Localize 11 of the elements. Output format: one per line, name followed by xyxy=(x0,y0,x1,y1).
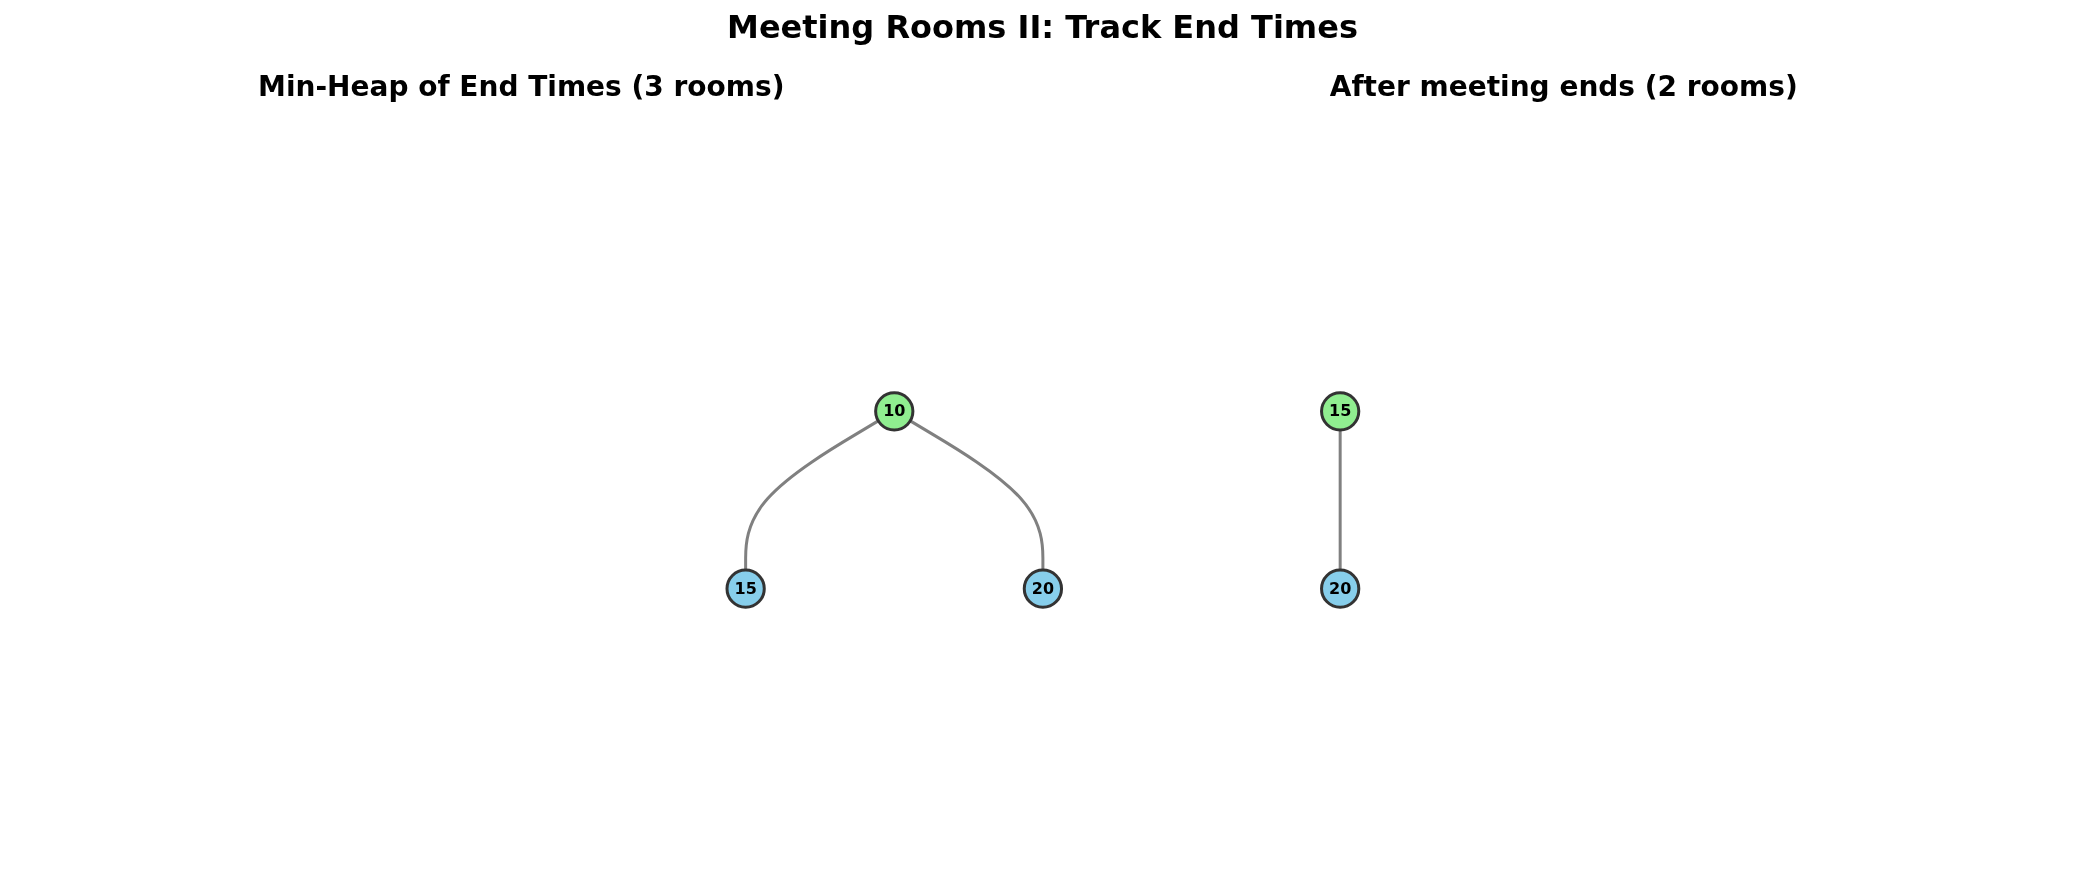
connector xyxy=(909,419,1044,570)
panel-title: Min-Heap of End Times (3 rooms) xyxy=(258,70,785,103)
node-circle: 20 xyxy=(1022,568,1063,609)
node-circle: 10 xyxy=(873,391,914,432)
node-circle: 15 xyxy=(725,568,766,609)
node-circle: 15 xyxy=(1319,391,1360,432)
connector xyxy=(1338,430,1342,570)
connector xyxy=(743,419,879,570)
panel-title: After meeting ends (2 rooms) xyxy=(1329,70,1798,103)
node-circle: 20 xyxy=(1319,568,1360,609)
diagram-title: Meeting Rooms II: Track End Times xyxy=(727,8,1358,46)
